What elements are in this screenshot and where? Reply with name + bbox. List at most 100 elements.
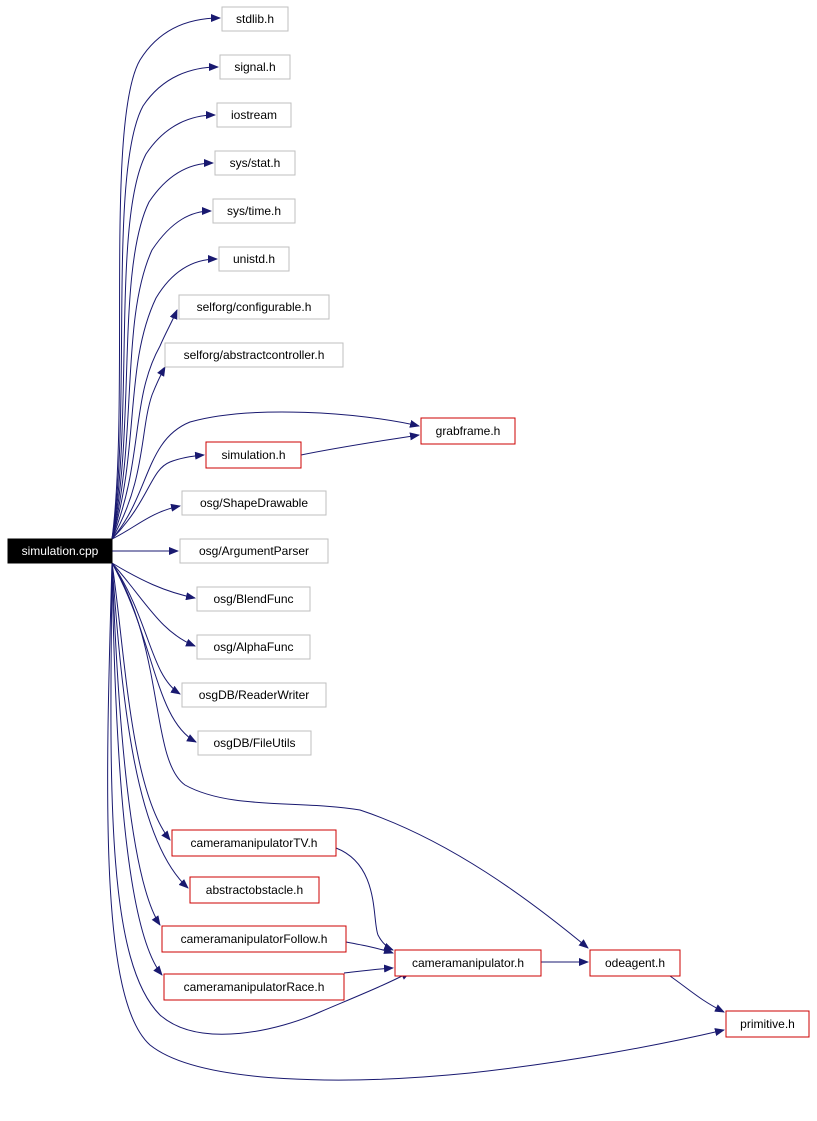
node-label: abstractobstacle.h xyxy=(206,883,303,897)
node-label: stdlib.h xyxy=(236,12,274,26)
node-box xyxy=(214,150,296,176)
edge-simulation-cpp-to-signal-h xyxy=(111,63,219,540)
node-primitive-h[interactable]: primitive.h xyxy=(725,1010,810,1038)
node-label: osg/BlendFunc xyxy=(213,592,293,606)
node-label: cameramanipulatorFollow.h xyxy=(181,932,328,946)
node-abstractobstacle-h[interactable]: abstractobstacle.h xyxy=(189,876,320,904)
edge-cameramanipulatorrace-h-to-cameramanipulator-h xyxy=(343,964,394,974)
node-box xyxy=(164,342,344,368)
node-label: osgDB/ReaderWriter xyxy=(199,688,309,702)
node-label: grabframe.h xyxy=(436,424,501,438)
edge-simulation-cpp-to-osgdb-fileutils xyxy=(111,562,197,743)
node-label: sys/stat.h xyxy=(230,156,281,170)
node-box xyxy=(181,682,327,708)
node-label: osg/AlphaFunc xyxy=(213,640,293,654)
edge-simulation-cpp-to-stdlib-h xyxy=(111,14,221,540)
node-osg-argumentparser[interactable]: osg/ArgumentParser xyxy=(179,538,329,564)
edge-simulation-cpp-to-osg-shapedrawable xyxy=(111,503,181,540)
node-osg-alphafunc[interactable]: osg/AlphaFunc xyxy=(196,634,311,660)
node-simulation-cpp[interactable]: simulation.cpp xyxy=(7,538,113,564)
edge-simulation-cpp-to-osg-alphafunc xyxy=(111,562,196,647)
edge-simulation-cpp-to-simulation-h xyxy=(111,451,205,540)
edge-simulation-cpp-to-cameramanipulatorrace-h xyxy=(111,562,163,976)
node-osgdb-readerwriter[interactable]: osgDB/ReaderWriter xyxy=(181,682,327,708)
node-box xyxy=(161,925,347,953)
edge-simulation-cpp-to-odeagent-h xyxy=(111,562,589,949)
node-cameramanipulatorrace-h[interactable]: cameramanipulatorRace.h xyxy=(163,973,345,1001)
edge-simulation-cpp-to-sys-time-h xyxy=(111,207,212,540)
edge-simulation-cpp-to-cameramanipulatortv-h xyxy=(111,562,171,841)
edge-simulation-h-to-grabframe-h xyxy=(300,432,420,456)
edge-simulation-cpp-to-cameramanipulator-h xyxy=(110,562,411,1035)
node-unistd-h[interactable]: unistd.h xyxy=(218,246,290,272)
edge-simulation-cpp-to-primitive-h xyxy=(107,562,725,1081)
edge-simulation-cpp-to-selforg-configurable-h xyxy=(111,309,178,540)
node-osg-shapedrawable[interactable]: osg/ShapeDrawable xyxy=(181,490,327,516)
node-box xyxy=(189,876,320,904)
node-box xyxy=(179,538,329,564)
node-label: cameramanipulator.h xyxy=(412,956,524,970)
node-box xyxy=(221,6,289,32)
node-label: iostream xyxy=(231,108,277,122)
node-box xyxy=(219,54,291,80)
node-cameramanipulatorfollow-h[interactable]: cameramanipulatorFollow.h xyxy=(161,925,347,953)
node-sys-stat-h[interactable]: sys/stat.h xyxy=(214,150,296,176)
node-box xyxy=(171,829,337,857)
edge-simulation-cpp-to-iostream xyxy=(111,111,216,540)
node-box xyxy=(163,973,345,1001)
node-box xyxy=(589,949,681,977)
node-label: selforg/abstractcontroller.h xyxy=(184,348,325,362)
node-osg-blendfunc[interactable]: osg/BlendFunc xyxy=(196,586,311,612)
node-label: signal.h xyxy=(234,60,275,74)
edge-simulation-cpp-to-selforg-abstractcontroller-h xyxy=(111,366,166,540)
node-box xyxy=(7,538,113,564)
node-box xyxy=(212,198,296,224)
node-label: osgDB/FileUtils xyxy=(213,736,295,750)
node-osgdb-fileutils[interactable]: osgDB/FileUtils xyxy=(197,730,312,756)
edge-simulation-cpp-to-abstractobstacle-h xyxy=(111,562,189,889)
node-iostream[interactable]: iostream xyxy=(216,102,292,128)
node-box xyxy=(394,949,542,977)
node-stdlib-h[interactable]: stdlib.h xyxy=(221,6,289,32)
edge-cameramanipulatorfollow-h-to-cameramanipulator-h xyxy=(345,941,394,954)
node-label: sys/time.h xyxy=(227,204,281,218)
node-label: osg/ShapeDrawable xyxy=(200,496,308,510)
edge-simulation-cpp-to-unistd-h xyxy=(111,255,218,540)
node-label: cameramanipulatorTV.h xyxy=(191,836,318,850)
node-selforg-configurable-h[interactable]: selforg/configurable.h xyxy=(178,294,330,320)
node-label: osg/ArgumentParser xyxy=(199,544,309,558)
node-label: odeagent.h xyxy=(605,956,665,970)
edge-odeagent-h-to-primitive-h xyxy=(669,975,725,1013)
node-sys-time-h[interactable]: sys/time.h xyxy=(212,198,296,224)
node-box xyxy=(725,1010,810,1038)
node-box xyxy=(218,246,290,272)
node-box xyxy=(216,102,292,128)
node-label: unistd.h xyxy=(233,252,275,266)
node-odeagent-h[interactable]: odeagent.h xyxy=(589,949,681,977)
edge-simulation-cpp-to-grabframe-h xyxy=(111,411,420,540)
nodes-layer: simulation.cpp stdlib.h signal.h iostream sy… xyxy=(7,6,810,1038)
node-box xyxy=(197,730,312,756)
node-signal-h[interactable]: signal.h xyxy=(219,54,291,80)
edges-layer xyxy=(107,14,725,1081)
node-box xyxy=(205,441,302,469)
node-label: simulation.h xyxy=(221,448,285,462)
node-label: simulation.cpp xyxy=(22,544,99,558)
node-box xyxy=(196,586,311,612)
node-box xyxy=(196,634,311,660)
edge-simulation-cpp-to-osg-blendfunc xyxy=(111,562,196,601)
node-cameramanipulator-h[interactable]: cameramanipulator.h xyxy=(394,949,542,977)
node-simulation-h[interactable]: simulation.h xyxy=(205,441,302,469)
node-box xyxy=(181,490,327,516)
node-cameramanipulatortv-h[interactable]: cameramanipulatorTV.h xyxy=(171,829,337,857)
node-label: selforg/configurable.h xyxy=(197,300,312,314)
edge-simulation-cpp-to-cameramanipulatorfollow-h xyxy=(111,562,161,926)
node-grabframe-h[interactable]: grabframe.h xyxy=(420,417,516,445)
node-box xyxy=(178,294,330,320)
node-selforg-abstractcontroller-h[interactable]: selforg/abstractcontroller.h xyxy=(164,342,344,368)
edge-simulation-cpp-to-osgdb-readerwriter xyxy=(111,562,181,695)
edge-simulation-cpp-to-sys-stat-h xyxy=(111,159,214,540)
node-label: primitive.h xyxy=(740,1017,795,1031)
node-label: cameramanipulatorRace.h xyxy=(184,980,325,994)
